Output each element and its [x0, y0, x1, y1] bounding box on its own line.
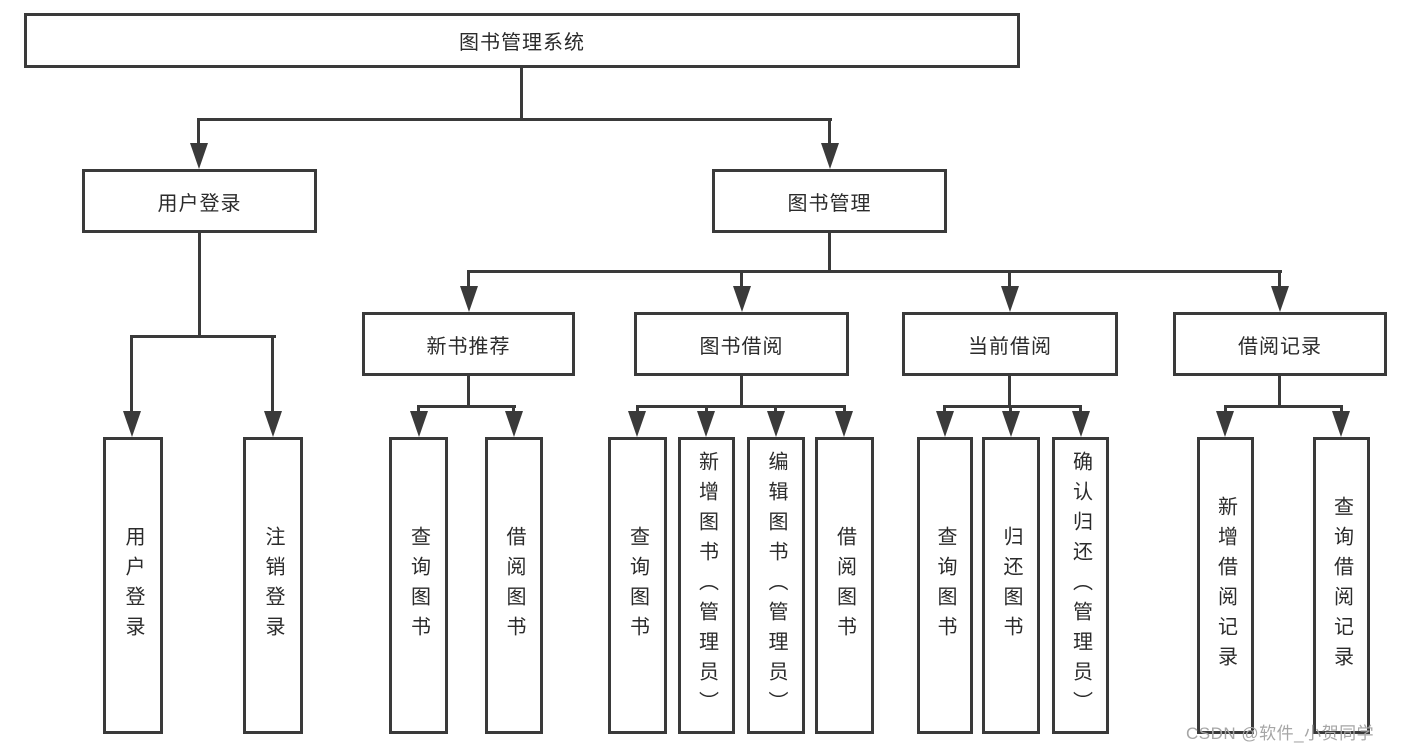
arrow-down-icon [190, 143, 208, 169]
leaf-edit-book-admin: 编辑图书（管理员） [747, 437, 805, 734]
arrow-down-icon [733, 286, 751, 312]
leaf-label: 查询借阅记录 [1330, 495, 1353, 676]
arrow-down-icon [1271, 286, 1289, 312]
connector-drop-leaf-logout [271, 335, 274, 413]
connector-new-book-bar [417, 405, 516, 408]
leaf-confirm-return-admin: 确认归还（管理员） [1052, 437, 1109, 734]
connector-borrow-records-stub [1278, 376, 1281, 407]
arrow-down-icon [767, 411, 785, 437]
leaf-query-books-current: 查询图书 [917, 437, 973, 734]
arrow-down-icon [835, 411, 853, 437]
connector-drop [843, 405, 846, 414]
csdn-watermark: CSDN @软件_小贺同学 [1186, 724, 1375, 743]
leaf-label: 借阅图书 [503, 525, 525, 646]
leaf-label: 注销登录 [262, 525, 284, 646]
leaf-add-borrow-record: 新增借阅记录 [1197, 437, 1254, 734]
connector-drop-user-login [197, 118, 200, 145]
leaf-query-borrow-record: 查询借阅记录 [1313, 437, 1370, 734]
connector-root-stub [520, 68, 523, 120]
leaf-label: 新增图书（管理员） [695, 450, 718, 721]
leaf-query-books-recommend: 查询图书 [389, 437, 448, 734]
leaf-label: 用户登录 [122, 525, 144, 646]
leaf-label: 查询图书 [934, 525, 956, 646]
node-root-library-system: 图书管理系统 [24, 13, 1020, 68]
node-book-borrow: 图书借阅 [634, 312, 849, 376]
connector-drop [1009, 405, 1012, 414]
connector-book-borrow-stub [740, 376, 743, 407]
arrow-down-icon [1001, 286, 1019, 312]
connector-current-borrow-stub [1008, 376, 1011, 407]
leaf-add-book-admin: 新增图书（管理员） [678, 437, 735, 734]
connector-book-management-stub [828, 233, 831, 272]
leaf-label: 编辑图书（管理员） [765, 450, 787, 721]
leaf-label: 查询图书 [626, 525, 649, 646]
leaf-query-books-borrow: 查询图书 [608, 437, 667, 734]
connector-drop [417, 405, 420, 414]
arrow-down-icon [410, 411, 428, 437]
connector-borrow-records-bar [1224, 405, 1343, 408]
arrow-down-icon [936, 411, 954, 437]
arrow-down-icon [1072, 411, 1090, 437]
leaf-logout-login: 注销登录 [243, 437, 303, 734]
leaf-label: 归还图书 [1000, 525, 1022, 646]
connector-user-login-stub [198, 233, 201, 337]
leaf-borrow-books-recommend: 借阅图书 [485, 437, 543, 734]
connector-drop [943, 405, 946, 414]
arrow-down-icon [505, 411, 523, 437]
node-book-management: 图书管理 [712, 169, 947, 233]
arrow-down-icon [1332, 411, 1350, 437]
node-current-borrow: 当前借阅 [902, 312, 1118, 376]
node-user-login: 用户登录 [82, 169, 317, 233]
arrow-down-icon [697, 411, 715, 437]
connector-book-borrow-bar [636, 405, 846, 408]
leaf-label: 查询图书 [407, 525, 430, 646]
arrow-down-icon [264, 411, 282, 437]
arrow-down-icon [821, 143, 839, 169]
arrow-down-icon [123, 411, 141, 437]
node-new-book-recommend: 新书推荐 [362, 312, 575, 376]
connector-drop-book-borrow [740, 270, 743, 288]
connector-drop [705, 405, 708, 414]
connector-new-book-stub [467, 376, 470, 407]
leaf-label: 新增借阅记录 [1214, 495, 1237, 676]
connector-drop [1224, 405, 1227, 414]
connector-drop-new-book [467, 270, 470, 288]
node-borrow-records: 借阅记录 [1173, 312, 1387, 376]
connector-drop [636, 405, 639, 414]
connector-drop-book-management [828, 118, 831, 145]
connector-drop [1079, 405, 1082, 414]
connector-drop [512, 405, 515, 414]
connector-drop-borrow-records [1278, 270, 1281, 288]
leaf-return-book: 归还图书 [982, 437, 1040, 734]
arrow-down-icon [1216, 411, 1234, 437]
connector-level1-bar [198, 118, 832, 121]
arrow-down-icon [460, 286, 478, 312]
connector-drop [1340, 405, 1343, 414]
leaf-label: 确认归还（管理员） [1069, 450, 1092, 721]
connector-drop-current-borrow [1008, 270, 1011, 288]
connector-user-login-bar [131, 335, 276, 338]
leaf-user-login: 用户登录 [103, 437, 163, 734]
arrow-down-icon [628, 411, 646, 437]
leaf-label: 借阅图书 [833, 525, 856, 646]
arrow-down-icon [1002, 411, 1020, 437]
leaf-borrow-books: 借阅图书 [815, 437, 874, 734]
connector-level3-bar [467, 270, 1282, 273]
connector-current-borrow-bar [944, 405, 1082, 408]
connector-drop [774, 405, 777, 414]
connector-drop-leaf-user-login [130, 335, 133, 413]
